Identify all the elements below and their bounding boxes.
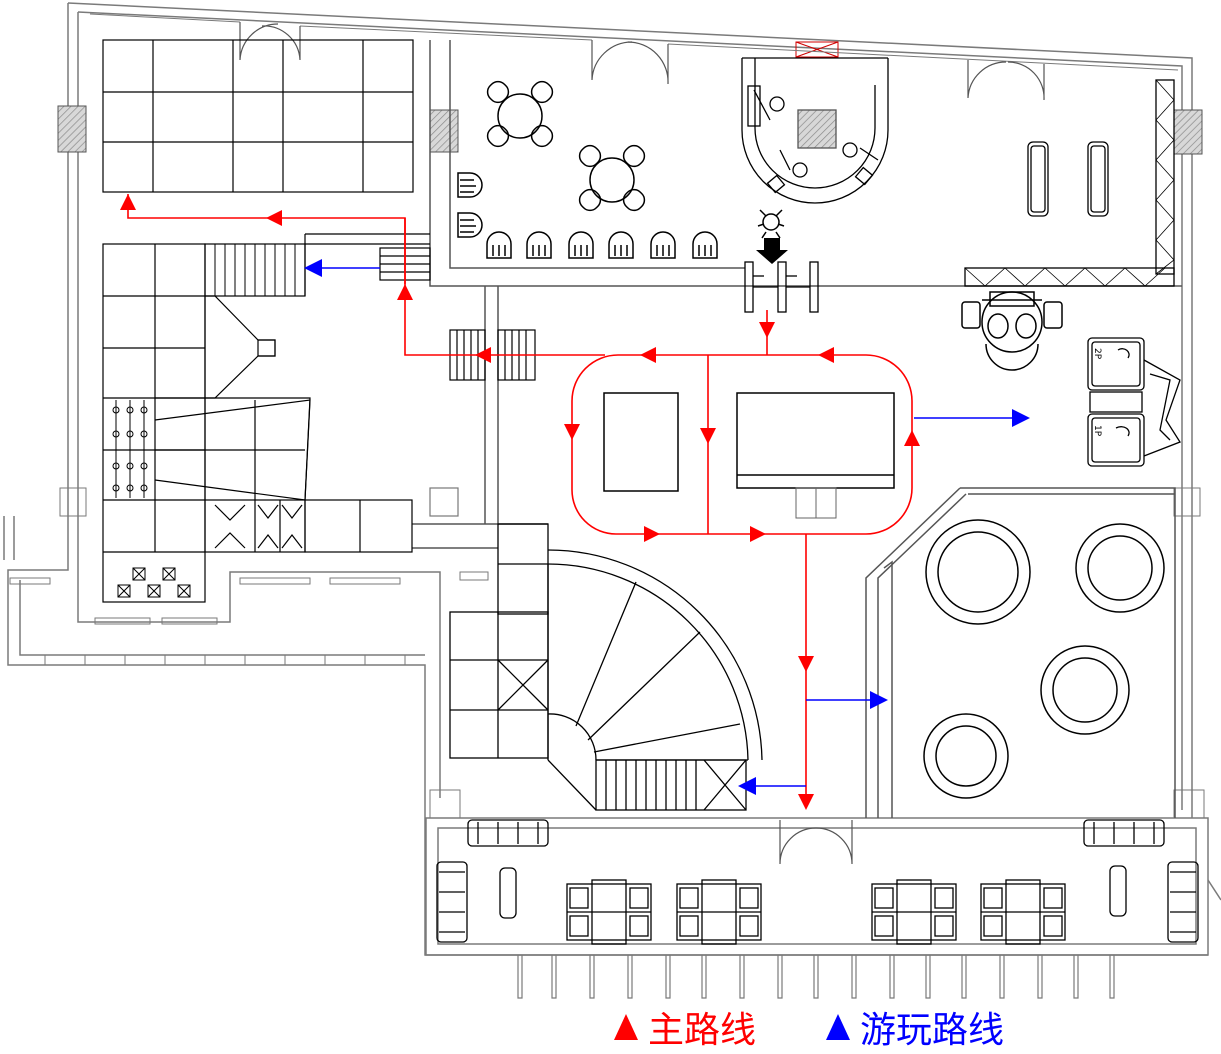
svg-text:1P: 1P: [1092, 425, 1102, 437]
spiral-staircase: [449, 523, 763, 811]
legend-main-route-label: 主路线: [648, 1010, 757, 1051]
interior-walls: [412, 40, 1182, 818]
left-railing: [9, 571, 489, 665]
entrance-arrow-icon: [756, 238, 788, 264]
racing-simulators: [1087, 337, 1181, 467]
left-tile-grid: [102, 39, 414, 193]
crate-icons: [117, 567, 191, 598]
legend-main-route: 主路线: [614, 1004, 757, 1051]
left-equipment: [102, 233, 459, 603]
turnstiles: [744, 261, 819, 313]
outer-walls: [3, 2, 1221, 956]
play-route-arrows: [304, 259, 1030, 795]
right-top-fixtures: [964, 79, 1175, 287]
play-route: [318, 267, 1016, 787]
cafe-chairs: [457, 172, 718, 259]
red-triangle-icon: [614, 1014, 638, 1040]
svg-text:2P: 2P: [1092, 348, 1102, 360]
top-windows: [89, 13, 1179, 71]
cafe-tables: [486, 80, 646, 212]
sim-labels: 2P 1P: [1092, 348, 1102, 437]
doors: [239, 22, 1045, 865]
legend-play-route-label: 游玩路线: [860, 1010, 1005, 1051]
bottom-railing: [517, 955, 1115, 999]
pin-icons: [112, 400, 148, 498]
center-booths: [603, 392, 895, 519]
reception-desk: [741, 57, 889, 204]
mascot-figure: [757, 209, 785, 239]
main-route-arrows: [120, 194, 920, 810]
vr-pod-icon: [961, 291, 1063, 371]
legend-play-route: 游玩路线: [826, 1004, 1005, 1051]
bottom-dining: [436, 819, 1199, 945]
blue-triangle-icon: [826, 1014, 850, 1040]
trampoline-circles: [923, 519, 1165, 799]
wall-columns: [57, 41, 1205, 819]
truss-pattern: [964, 79, 1175, 287]
